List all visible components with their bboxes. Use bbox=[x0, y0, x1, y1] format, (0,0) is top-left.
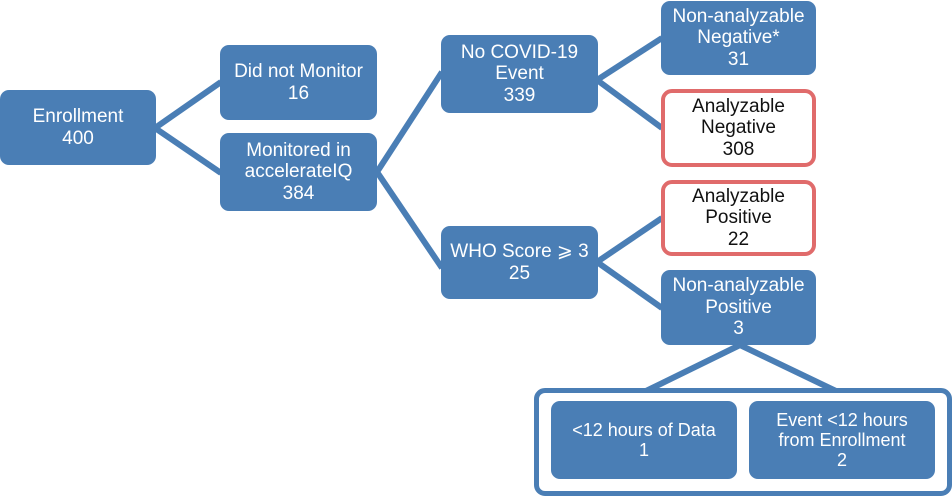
node-enrollment[interactable]: Enrollment 400 bbox=[0, 90, 156, 165]
node-non-analyzable-negative-line-1: Negative* bbox=[697, 27, 780, 49]
node-non-analyzable-negative[interactable]: Non-analyzable Negative* 31 bbox=[661, 1, 816, 75]
node-analyzable-negative-line-2: 308 bbox=[722, 138, 755, 160]
node-event-under-12-hours-line-1: from Enrollment bbox=[778, 429, 906, 450]
node-analyzable-positive-line-2: 22 bbox=[727, 228, 750, 250]
node-enrollment-line-0: Enrollment bbox=[32, 106, 124, 128]
node-analyzable-positive-line-0: Analyzable bbox=[692, 185, 785, 207]
node-under-12-hours-line-1: 1 bbox=[638, 440, 649, 460]
node-event-under-12-hours-line-0: Event <12 hours bbox=[776, 409, 908, 430]
node-analyzable-negative-line-1: Negative bbox=[701, 117, 776, 139]
node-non-analyzable-positive-line-2: 3 bbox=[733, 318, 744, 340]
node-who-score-line-0: WHO Score ⩾ 3 bbox=[450, 241, 589, 263]
node-non-analyzable-positive[interactable]: Non-analyzable Positive 3 bbox=[661, 270, 816, 345]
node-event-under-12-hours-line-2: 2 bbox=[836, 450, 847, 471]
edge-who-score-to-non-analyzable-positive bbox=[595, 259, 664, 311]
node-analyzable-positive-line-1: Positive bbox=[705, 207, 772, 229]
edge-non-analyzable-positive-to-left-reason bbox=[642, 342, 742, 395]
node-did-not-monitor-line-1: 16 bbox=[287, 82, 310, 104]
edge-no-covid-to-non-analyzable-negative bbox=[595, 35, 664, 83]
node-who-score-line-1: 25 bbox=[508, 262, 531, 284]
node-non-analyzable-negative-line-0: Non-analyzable bbox=[672, 5, 805, 27]
node-no-covid-line-2: 339 bbox=[503, 84, 536, 106]
node-did-not-monitor[interactable]: Did not Monitor 16 bbox=[220, 45, 377, 120]
node-analyzable-negative[interactable]: Analyzable Negative 308 bbox=[661, 89, 816, 167]
node-non-analyzable-positive-line-1: Positive bbox=[705, 296, 772, 318]
edge-non-analyzable-positive-to-right-reason bbox=[738, 342, 840, 395]
node-monitored-line-0: Monitored in bbox=[246, 139, 351, 161]
node-non-analyzable-negative-line-2: 31 bbox=[727, 48, 750, 70]
node-monitored-line-1: accelerateIQ bbox=[244, 161, 353, 183]
node-analyzable-positive[interactable]: Analyzable Positive 22 bbox=[661, 180, 816, 256]
node-event-under-12-hours-from-enrollment[interactable]: Event <12 hours from Enrollment 2 bbox=[749, 401, 935, 479]
node-under-12-hours-of-data[interactable]: <12 hours of Data 1 bbox=[551, 401, 737, 479]
edge-who-score-to-analyzable-positive bbox=[595, 215, 664, 265]
node-no-covid-19-event[interactable]: No COVID-19 Event 339 bbox=[441, 35, 598, 113]
edge-no-covid-to-analyzable-negative bbox=[595, 77, 664, 131]
node-did-not-monitor-line-0: Did not Monitor bbox=[234, 61, 363, 83]
node-under-12-hours-line-0: <12 hours of Data bbox=[572, 419, 716, 440]
node-no-covid-line-1: Event bbox=[495, 63, 544, 85]
edge-enrollment-to-monitored bbox=[153, 125, 223, 176]
node-monitored-in-accelerateiq[interactable]: Monitored in accelerateIQ 384 bbox=[220, 133, 377, 211]
edge-monitored-to-who-score bbox=[374, 170, 445, 270]
node-non-analyzable-positive-line-0: Non-analyzable bbox=[672, 275, 805, 297]
edge-enrollment-to-did-not-monitor bbox=[153, 79, 223, 131]
node-who-score[interactable]: WHO Score ⩾ 3 25 bbox=[441, 226, 598, 299]
node-analyzable-negative-line-0: Analyzable bbox=[692, 95, 785, 117]
node-monitored-line-2: 384 bbox=[282, 182, 315, 204]
node-no-covid-line-0: No COVID-19 bbox=[460, 41, 579, 63]
node-enrollment-line-1: 400 bbox=[62, 127, 94, 149]
edge-monitored-to-no-covid-event bbox=[374, 70, 445, 174]
